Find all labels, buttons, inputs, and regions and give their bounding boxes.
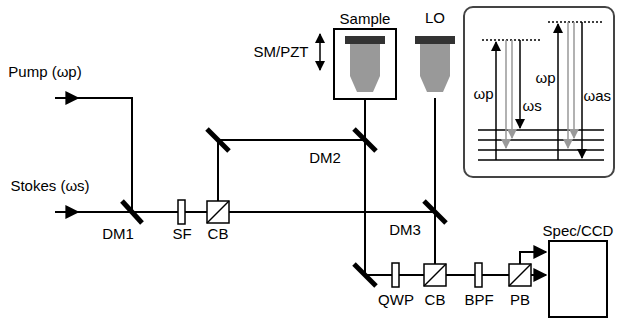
frequency-label: ωp xyxy=(473,86,493,103)
frequency-label: ωs xyxy=(522,98,541,115)
sample-box: Sample xyxy=(333,28,397,100)
energy-levels xyxy=(478,130,604,160)
mirror xyxy=(354,264,376,286)
scan-arrow xyxy=(319,34,321,70)
objective-cap xyxy=(345,36,385,44)
lo-beam xyxy=(434,98,436,275)
part-label: CB xyxy=(425,292,446,309)
polarizing-beamsplitter xyxy=(509,264,531,286)
pump-arrow xyxy=(55,97,78,99)
stokes-arrow xyxy=(55,211,78,213)
double-arrow xyxy=(319,34,321,70)
optics xyxy=(178,200,531,287)
frequency-label: ωas xyxy=(583,88,611,105)
sample-objective xyxy=(345,36,385,92)
cube-diagonal xyxy=(509,264,531,286)
part-label: DM1 xyxy=(102,226,134,243)
objective-nose xyxy=(350,76,380,92)
level xyxy=(478,149,604,151)
cube-beamsplitter xyxy=(207,201,229,223)
part-label: SF xyxy=(172,226,191,243)
quarter-wave-plate xyxy=(392,263,399,287)
part-label: BPF xyxy=(464,292,493,309)
anti-stokes-transition xyxy=(573,22,575,138)
part-label: SM/PZT xyxy=(254,44,309,61)
frequency-label: ωp xyxy=(535,70,555,87)
part-label: DM2 xyxy=(309,150,341,167)
stokes-transition xyxy=(519,40,521,128)
pump-transition xyxy=(557,24,559,160)
bandpass-filter xyxy=(475,263,482,287)
pump-beam xyxy=(55,98,132,212)
cube-diagonal xyxy=(207,201,229,223)
part-label: Pump (ωp) xyxy=(8,64,81,81)
virtual-level xyxy=(482,39,540,41)
sample-arm-beam xyxy=(218,140,365,212)
dichroic-mirror xyxy=(122,201,142,223)
anti-stokes-transition xyxy=(581,22,583,158)
objective-body xyxy=(420,44,450,76)
level xyxy=(478,139,604,141)
mirror xyxy=(207,129,229,151)
stokes-transition xyxy=(505,40,507,148)
level xyxy=(478,129,604,131)
mirrors xyxy=(122,129,446,286)
cube-beamsplitter xyxy=(424,264,446,286)
cube-diagonal xyxy=(424,264,446,286)
objective-body xyxy=(350,44,380,76)
level xyxy=(478,159,604,161)
stokes-beam xyxy=(55,211,132,213)
pump-transition xyxy=(495,42,497,160)
stokes-transition xyxy=(511,40,513,138)
spectrometer-box: Spec/CCD xyxy=(548,240,608,318)
part-label: CB xyxy=(208,226,229,243)
sample-beam xyxy=(364,100,366,275)
box-heading: Spec/CCD xyxy=(543,223,614,240)
lo-objective xyxy=(415,36,455,92)
part-label: DM3 xyxy=(389,222,421,239)
objective-nose xyxy=(420,76,450,92)
part-label: Stokes (ωs) xyxy=(10,178,89,195)
dichroic-mirror xyxy=(354,129,376,151)
beam-lines xyxy=(55,98,546,275)
objective-cap xyxy=(415,36,455,44)
spectral-filter xyxy=(178,200,185,224)
part-label: PB xyxy=(510,292,530,309)
box-heading: Sample xyxy=(340,11,391,28)
part-label: QWP xyxy=(378,292,414,309)
part-label: LO xyxy=(425,10,445,27)
anti-stokes-transition xyxy=(567,22,569,148)
dichroic-mirror xyxy=(424,201,446,223)
energy-inset: ωp ωs ωp ωas xyxy=(463,6,615,178)
virtual-level xyxy=(548,21,604,23)
